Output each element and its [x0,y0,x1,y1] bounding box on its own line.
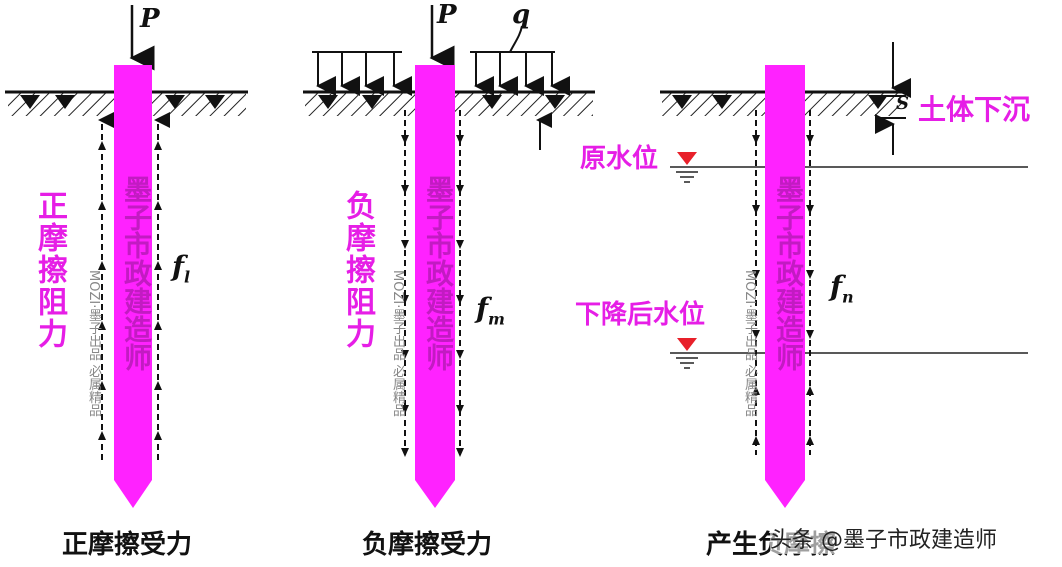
friction-arrows-up [98,112,170,460]
force-label-fn: fn [830,270,854,307]
caption-positive: 正摩擦受力 [62,530,193,560]
force-label-fl: fl [172,250,190,287]
pile-negative [415,65,455,508]
surcharge-right [470,25,570,96]
load-label-p1: P [140,4,160,34]
force-subscript: m [488,309,505,329]
panel-positive [5,5,248,508]
load-label-p2: P [437,0,457,30]
force-symbol: f [830,270,843,303]
friction-arrows-settlement [755,110,811,455]
friction-arrows-down [404,110,461,455]
side-watermark-3: MOZI·墨子出品 必属精品 [742,270,757,417]
panel-settlement [660,42,1028,508]
soil-settlement-label: 土体下沉 [918,93,1031,126]
surcharge-left [312,51,412,96]
pile-settlement [765,65,805,508]
original-water-label: 原水位 [580,144,659,174]
pile-watermark-3: 墨子市政建造师 [772,175,805,371]
settlement-dimension [875,42,911,155]
surcharge-label-q: q [512,0,531,30]
force-label-fm: fm [476,292,505,329]
positive-friction-side-label: 正摩擦阻力 [32,190,67,350]
panel-negative [303,5,595,508]
credit-watermark: 头条 @墨子市政建造师 [770,522,997,554]
water-marker-original [676,152,698,183]
force-subscript: l [184,267,191,287]
side-watermark-1: MOZI·墨子出品 必属精品 [86,270,101,417]
force-subscript: n [842,287,854,307]
water-marker-lowered [676,338,698,369]
negative-friction-side-label: 负摩擦阻力 [340,190,375,350]
settlement-symbol: S [896,93,909,114]
force-symbol: f [172,250,185,283]
side-watermark-2: MOZI·墨子出品 必属精品 [390,270,405,417]
pile-watermark-1: 墨子市政建造师 [120,175,153,371]
force-symbol: f [476,292,489,325]
pile-positive [114,65,152,508]
lowered-water-label: 下降后水位 [575,300,706,330]
caption-negative: 负摩擦受力 [362,530,493,560]
pile-watermark-2: 墨子市政建造师 [422,175,455,371]
